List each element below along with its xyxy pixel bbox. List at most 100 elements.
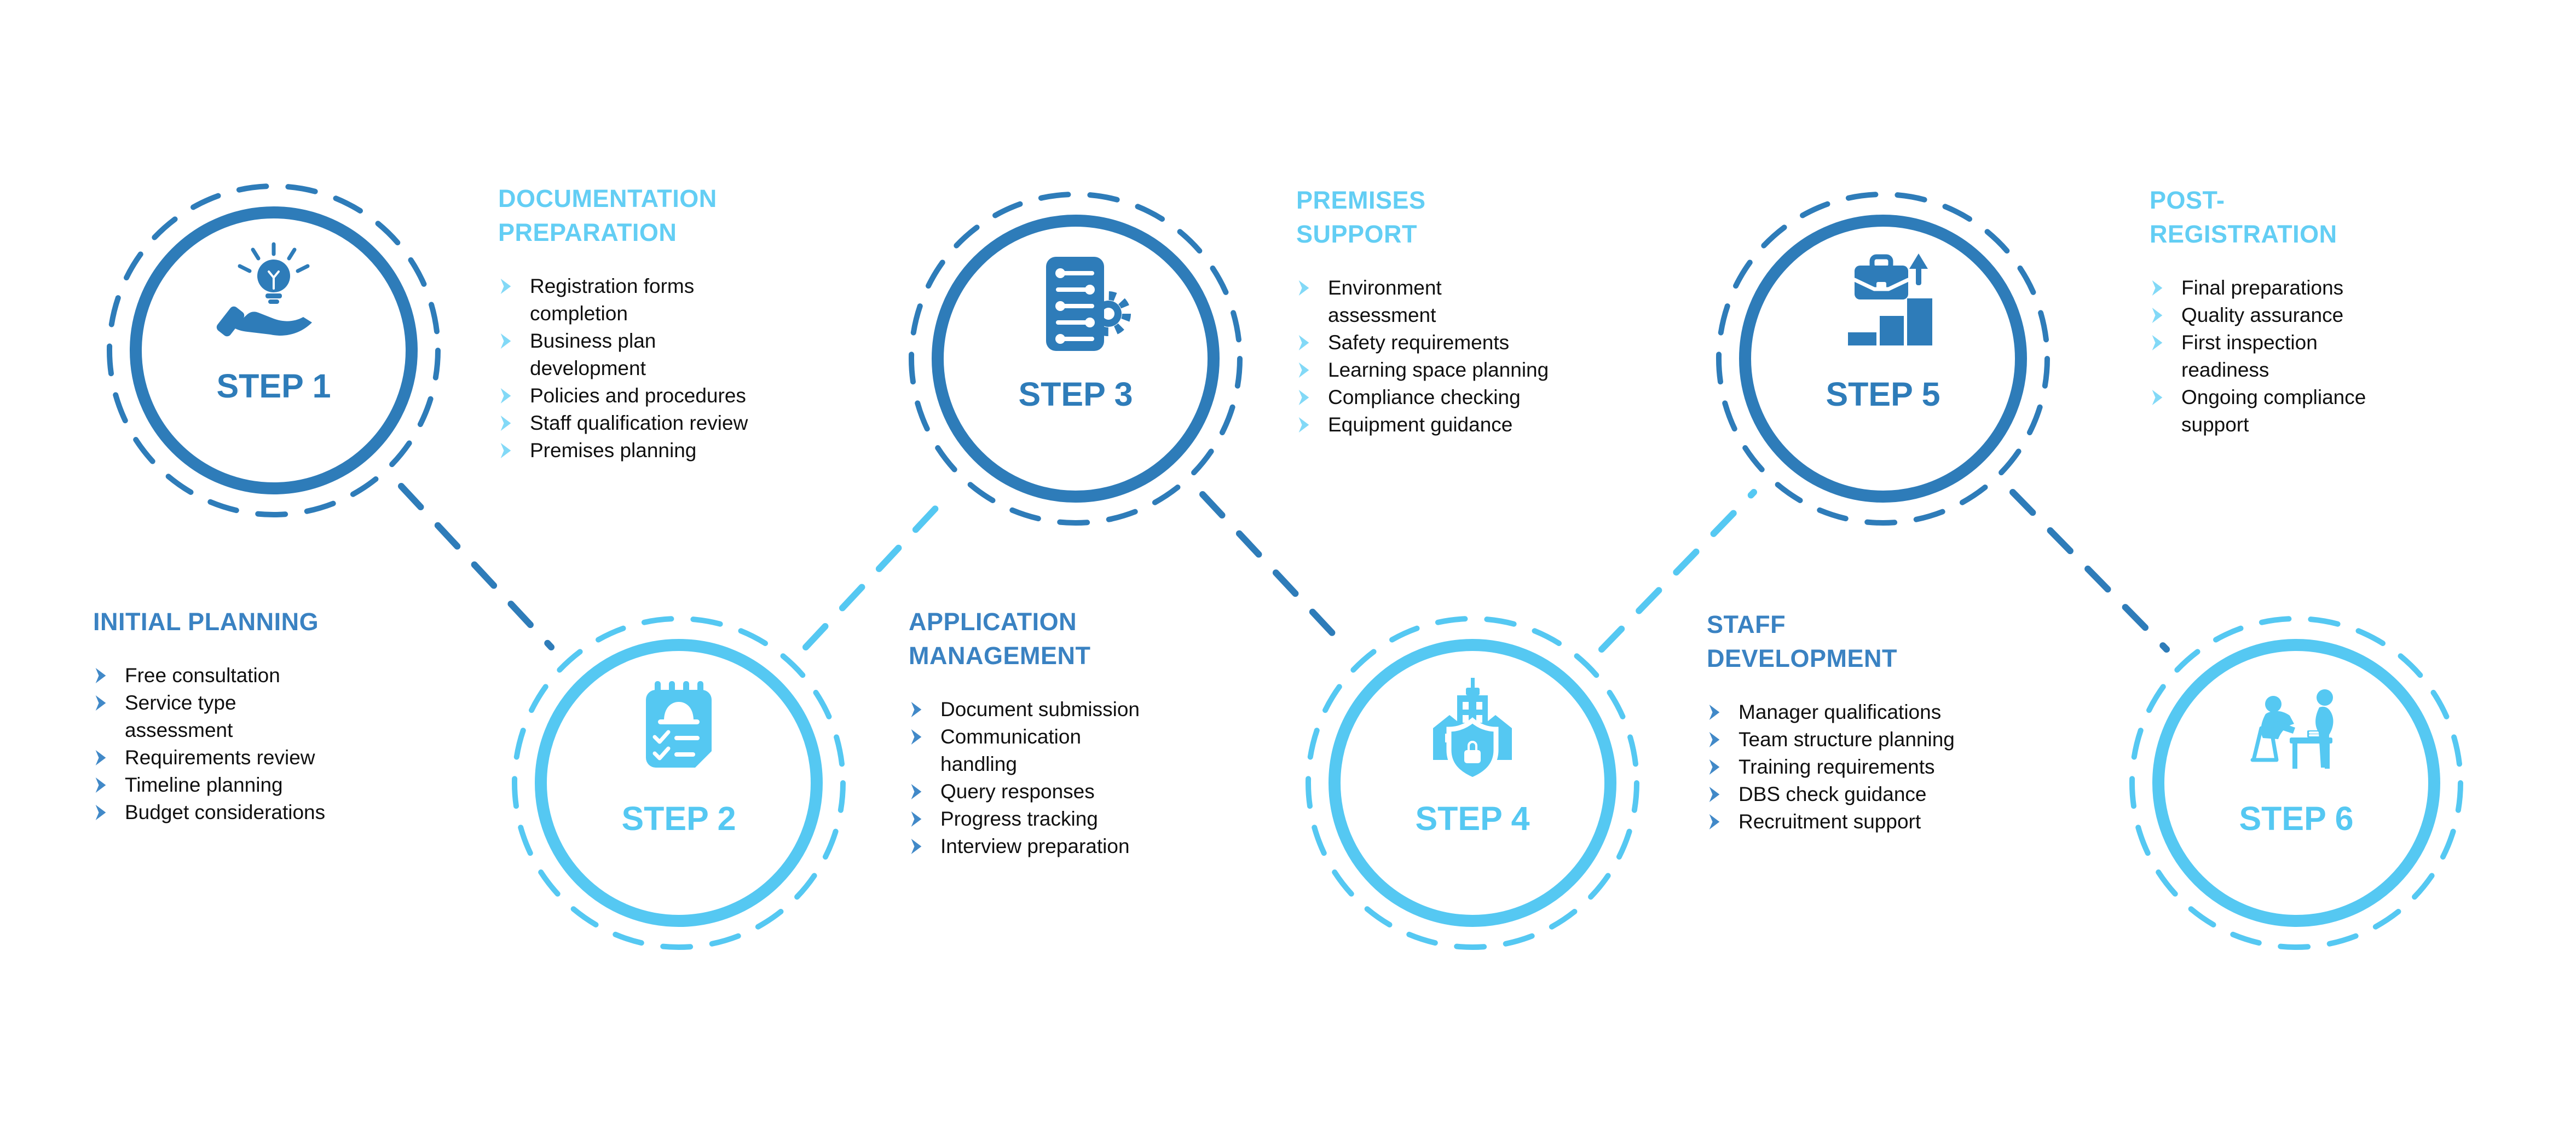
- list-item: Policies and procedures: [498, 382, 755, 410]
- step-6-label: STEP 6: [2239, 800, 2354, 837]
- step-4-circle: STEP 4: [1281, 591, 1664, 975]
- list-item: Premises planning: [498, 437, 755, 464]
- list-item: Business plan development: [498, 327, 755, 382]
- chevron-bullet-icon: [500, 279, 511, 294]
- chevron-bullet-icon: [911, 839, 922, 854]
- chevron-bullet-icon: [95, 750, 106, 765]
- list-item-text: Manager qualifications: [1738, 701, 1942, 723]
- list-item-text: Registration forms completion: [530, 275, 695, 325]
- block-title-premises-support: PREMISES SUPPORT: [1296, 186, 1426, 248]
- list-item-text: Team structure planning: [1738, 728, 1955, 751]
- list-item: Free consultation: [93, 662, 334, 689]
- list-item-text: Recruitment support: [1738, 810, 1921, 833]
- connector-2-3: [802, 491, 952, 650]
- list-item: Team structure planning: [1707, 726, 1956, 753]
- chevron-bullet-icon: [2152, 390, 2163, 405]
- list-item: Query responses: [909, 778, 1144, 805]
- list-item: DBS check guidance: [1707, 781, 1956, 808]
- chevron-bullet-icon: [2152, 308, 2163, 323]
- connector-3-4: [1199, 491, 1349, 650]
- connector-5-6: [2009, 489, 2170, 653]
- list-item-text: First inspection readiness: [2181, 331, 2318, 381]
- list-item: Compliance checking: [1296, 384, 1553, 411]
- chevron-bullet-icon: [911, 784, 922, 799]
- block-documentation-preparation: DOCUMENTATION PREPARATION Registration f…: [498, 182, 755, 464]
- checklist-hardhat-icon: [646, 681, 712, 768]
- list-item: Quality assurance: [2150, 302, 2369, 329]
- list-item-text: Query responses: [940, 780, 1095, 803]
- step-5-circle: STEP 5: [1691, 167, 2075, 550]
- step-3-label: STEP 3: [1018, 376, 1133, 413]
- chevron-bullet-icon: [1709, 814, 1720, 829]
- block-title-application-management: APPLICATION MANAGEMENT: [909, 608, 1091, 670]
- list-item-text: Premises planning: [530, 439, 697, 462]
- list-item: Service type assessment: [93, 689, 334, 744]
- chevron-bullet-icon: [95, 695, 106, 711]
- list-item-text: Safety requirements: [1328, 331, 1510, 354]
- chevron-bullet-icon: [500, 388, 511, 404]
- step-6-rings: [2129, 616, 2463, 950]
- block-application-management: APPLICATION MANAGEMENT Document submissi…: [909, 605, 1144, 860]
- step-2-label: STEP 2: [621, 800, 736, 837]
- step-2-circle: STEP 2: [487, 591, 870, 975]
- step-1-rings: [107, 183, 441, 517]
- list-item-text: Environment assessment: [1328, 276, 1442, 326]
- list-item-text: Business plan development: [530, 330, 656, 379]
- list-item-text: Policies and procedures: [530, 384, 746, 407]
- briefcase-growth-icon: [1848, 253, 1932, 345]
- block-staff-development: STAFF DEVELOPMENT Manager qualifications…: [1707, 608, 1956, 835]
- chevron-bullet-icon: [911, 729, 922, 745]
- chevron-bullet-icon: [1709, 759, 1720, 775]
- chevron-bullet-icon: [1298, 390, 1309, 405]
- step-1-circle: STEP 1: [82, 159, 465, 542]
- list-item-text: Document submission: [940, 698, 1140, 721]
- chevron-bullet-icon: [911, 811, 922, 827]
- list-item-text: Ongoing compliance support: [2181, 386, 2366, 436]
- list-item: Final preparations: [2150, 274, 2369, 302]
- list-item: Interview preparation: [909, 833, 1144, 860]
- list-item: Communication handling: [909, 723, 1144, 778]
- list-item-text: Timeline planning: [125, 774, 283, 796]
- block-title-initial-planning: INITIAL PLANNING: [93, 608, 319, 636]
- list-item: Ongoing compliance support: [2150, 384, 2369, 439]
- chevron-bullet-icon: [1298, 335, 1309, 350]
- list-item-text: Final preparations: [2181, 276, 2344, 299]
- list-item: Environment assessment: [1296, 274, 1553, 329]
- step-4-label: STEP 4: [1415, 800, 1530, 837]
- list-item-text: DBS check guidance: [1738, 783, 1927, 805]
- chevron-bullet-icon: [2152, 335, 2163, 350]
- list-item: Recruitment support: [1707, 808, 1956, 835]
- list-item: Progress tracking: [909, 805, 1144, 833]
- list-item-text: Learning space planning: [1328, 359, 1549, 381]
- interview-desk-icon: [2250, 689, 2334, 769]
- list-item: Training requirements: [1707, 753, 1956, 781]
- list-item-text: Progress tracking: [940, 808, 1098, 830]
- chevron-bullet-icon: [1298, 280, 1309, 296]
- list-item: Timeline planning: [93, 771, 334, 799]
- chevron-bullet-icon: [1709, 732, 1720, 747]
- chevron-bullet-icon: [911, 702, 922, 717]
- step-3-circle: STEP 3: [884, 167, 1267, 550]
- list-item: Budget considerations: [93, 799, 334, 826]
- chevron-bullet-icon: [500, 333, 511, 349]
- chevron-bullet-icon: [2152, 280, 2163, 296]
- list-item-text: Interview preparation: [940, 835, 1130, 857]
- block-title-staff-development: STAFF DEVELOPMENT: [1707, 610, 1898, 672]
- list-item-text: Training requirements: [1738, 756, 1935, 778]
- step-6-circle: STEP 6: [2105, 591, 2488, 975]
- block-title-documentation-preparation: DOCUMENTATION PREPARATION: [498, 185, 717, 246]
- list-item-text: Quality assurance: [2181, 304, 2344, 326]
- list-item: Registration forms completion: [498, 273, 755, 327]
- chevron-bullet-icon: [1298, 362, 1309, 378]
- list-item: Learning space planning: [1296, 356, 1553, 384]
- chevron-bullet-icon: [500, 443, 511, 458]
- step-5-label: STEP 5: [1826, 376, 1940, 413]
